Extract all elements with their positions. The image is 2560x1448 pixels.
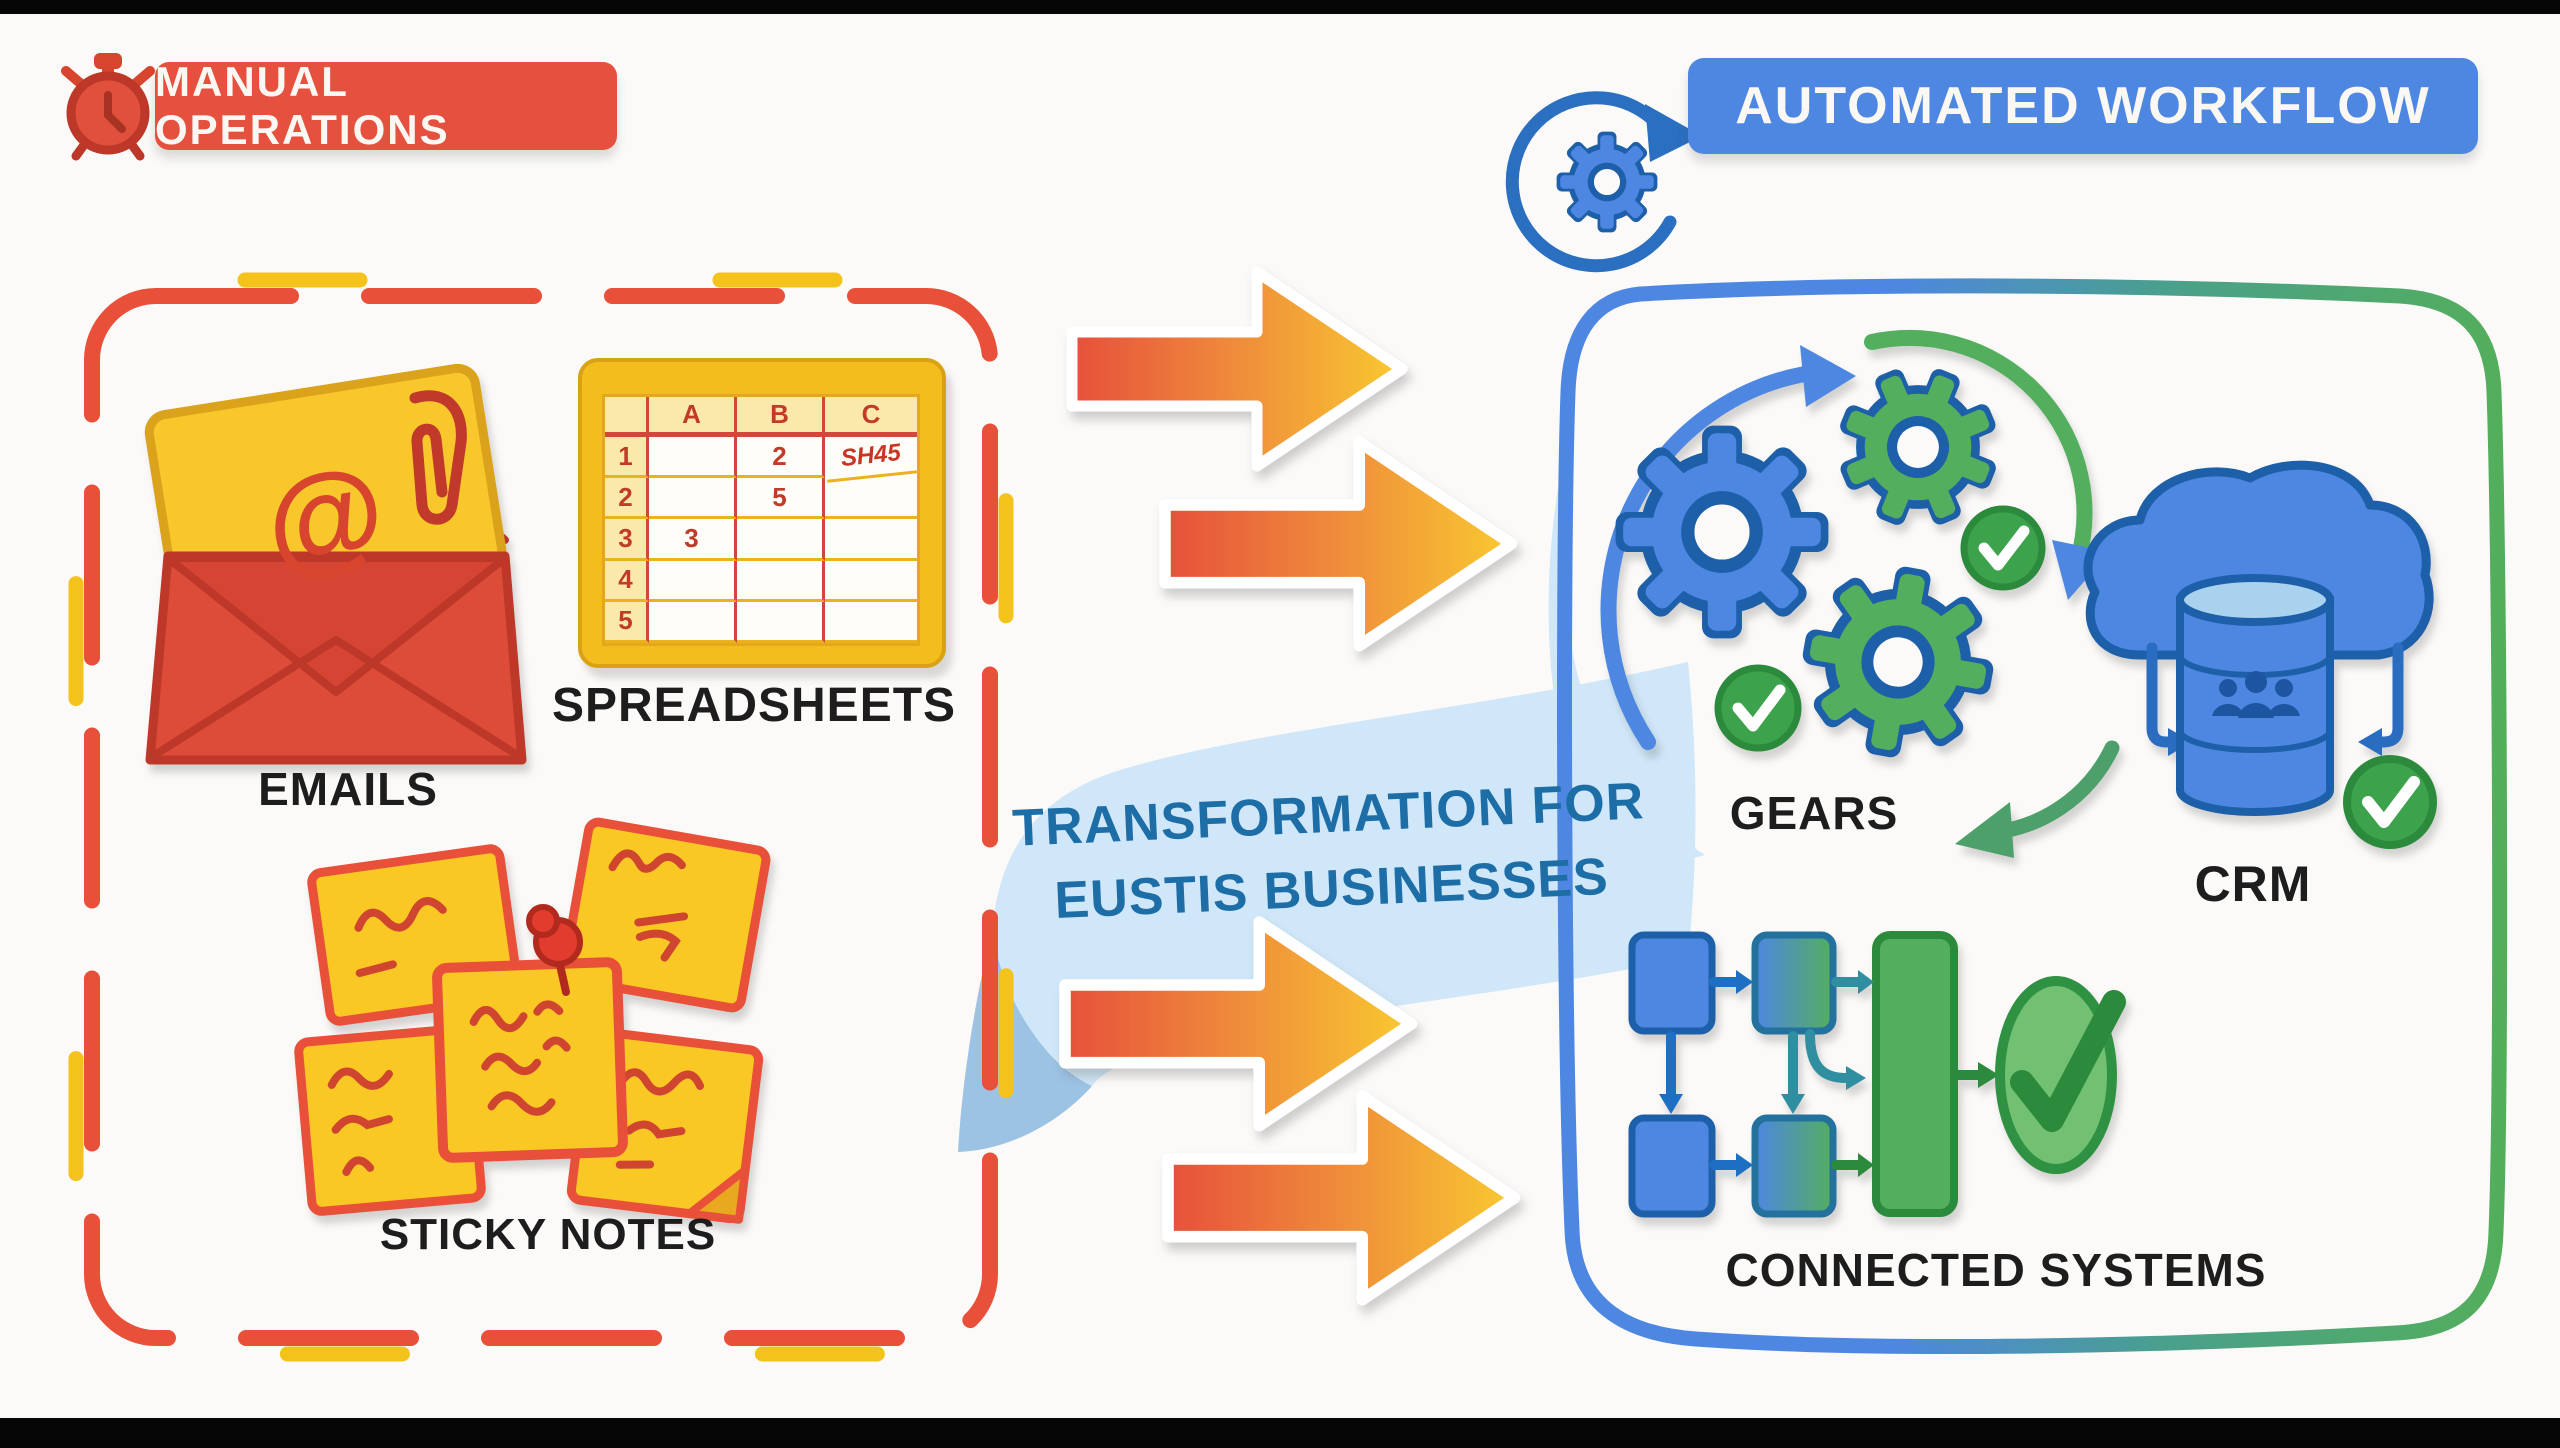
sheet-cell-A1 [649,437,737,479]
crm-label: CRM [2194,856,2312,912]
sheet-col-header: B [737,397,825,437]
sheet-cell-A4 [649,560,737,602]
sheet-row-number: 1 [605,437,649,479]
sheet-cell-B1: 2 [737,437,825,479]
sheet-cell-A3: 3 [649,519,737,561]
top-letterbox-bar [0,0,2560,14]
sheet-cell-A5 [649,601,737,643]
automated-workflow-banner-label: AUTOMATED WORKFLOW [1735,77,2431,135]
sheet-row-number: 3 [605,519,649,561]
sheet-cell-B2: 5 [737,478,825,520]
sheet-col-header: C [825,397,917,437]
spreadsheets-label: SPREADSHEETS [551,679,957,732]
sheet-row-number: 5 [605,601,649,643]
sheet-cell-C4 [825,561,917,602]
arrow-top-2 [1159,436,1518,652]
sheet-cell-C2 [825,478,917,520]
gears-icon [1615,369,2046,758]
email-at-symbol: @ [256,441,394,593]
cloud-database-icon [2083,460,2437,849]
sheet-row-number: 2 [605,478,649,520]
sheet-corner-cell [605,397,649,437]
sheet-row-number: 4 [605,560,649,602]
sheet-cell-B3 [737,519,825,561]
sheet-col-header: A [649,397,737,437]
arrow-bottom-1 [1059,916,1418,1132]
automated-workflow-banner: AUTOMATED WORKFLOW [1688,58,2478,154]
manual-operations-banner: MANUAL OPERATIONS [155,58,617,153]
flowchart-icon [1628,931,2126,1218]
check-circle-icon [2343,755,2437,849]
gears-label: GEARS [1729,787,1899,839]
manual-panel-border-red [84,288,998,1346]
check-circle-icon [1714,664,1802,752]
sticky-notes-icon [294,817,771,1224]
ribbon-text: TRANSFORMATION FOR EUSTIS BUSINESSES [997,764,1663,941]
sheet-cell-B4 [737,560,825,602]
arrow-top-1 [1066,266,1408,472]
check-circle-icon [1960,505,2046,591]
email-envelope-icon [144,363,527,765]
sheet-cell-A2 [649,478,737,520]
manual-operations-banner-label: MANUAL OPERATIONS [155,58,450,153]
gear-cycle-arrows [1600,330,2120,858]
automated-panel-border [1557,278,2508,1355]
gear-refresh-icon [1505,91,1702,273]
people-icon [2212,671,2300,718]
spreadsheet-grid: A B C 1 2 SH45 2 5 3 3 4 5 [602,394,920,646]
emails-label: EMAILS [258,763,438,815]
sheet-cell-C5 [825,602,917,643]
sheet-cell-B5 [737,601,825,643]
pushpin-icon [526,904,583,996]
bottom-letterbox-bar [0,1418,2560,1448]
alarm-clock-icon [61,53,155,161]
connected-systems-label: CONNECTED SYSTEMS [1725,1244,2267,1296]
arrow-bottom-2 [1162,1090,1521,1306]
spreadsheet-icon: A B C 1 2 SH45 2 5 3 3 4 5 [578,358,946,668]
sticky-notes-label: STICKY NOTES [379,1210,717,1259]
success-check-icon [1995,976,2126,1174]
sheet-cell-C3 [825,519,917,561]
